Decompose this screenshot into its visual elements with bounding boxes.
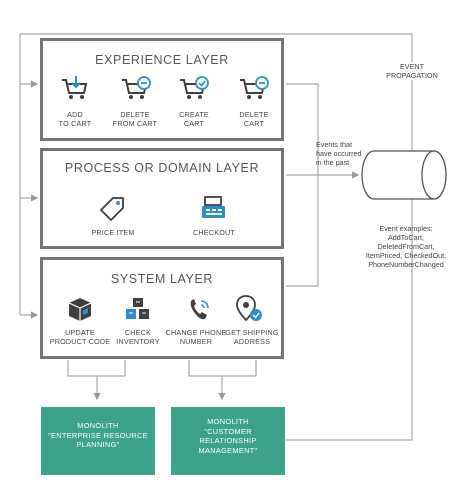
cart-add-icon [62,76,88,99]
process-layer: PROCESS OR DOMAIN LAYER PRICE ITEM CHECK… [40,148,284,249]
boxes-icon [126,298,149,319]
system-layer-title: SYSTEM LAYER [110,272,214,286]
location-pin-icon [236,295,262,322]
cart-check-icon [180,76,209,99]
event-store-cylinder [361,150,447,200]
event-connectors [286,83,360,287]
box-icon [68,298,92,321]
item-checkout: CHECKOUT [193,228,235,237]
cash-register-icon [202,196,225,218]
price-tag-icon [100,197,124,221]
cart-remove-icon [122,76,151,99]
system-to-monolith-connectors [67,360,257,401]
item-price-item: PRICE ITEM [91,228,135,237]
event-examples-note: Event examples:AddToCart, DeletedFromCar… [365,224,447,269]
cart-delete-icon [240,76,269,99]
left-feedback-bus [19,33,413,441]
experience-layer-title: EXPERIENCE LAYER [95,53,229,67]
phone-icon [190,299,209,320]
process-layer-title: PROCESS OR DOMAIN LAYER [64,161,260,175]
